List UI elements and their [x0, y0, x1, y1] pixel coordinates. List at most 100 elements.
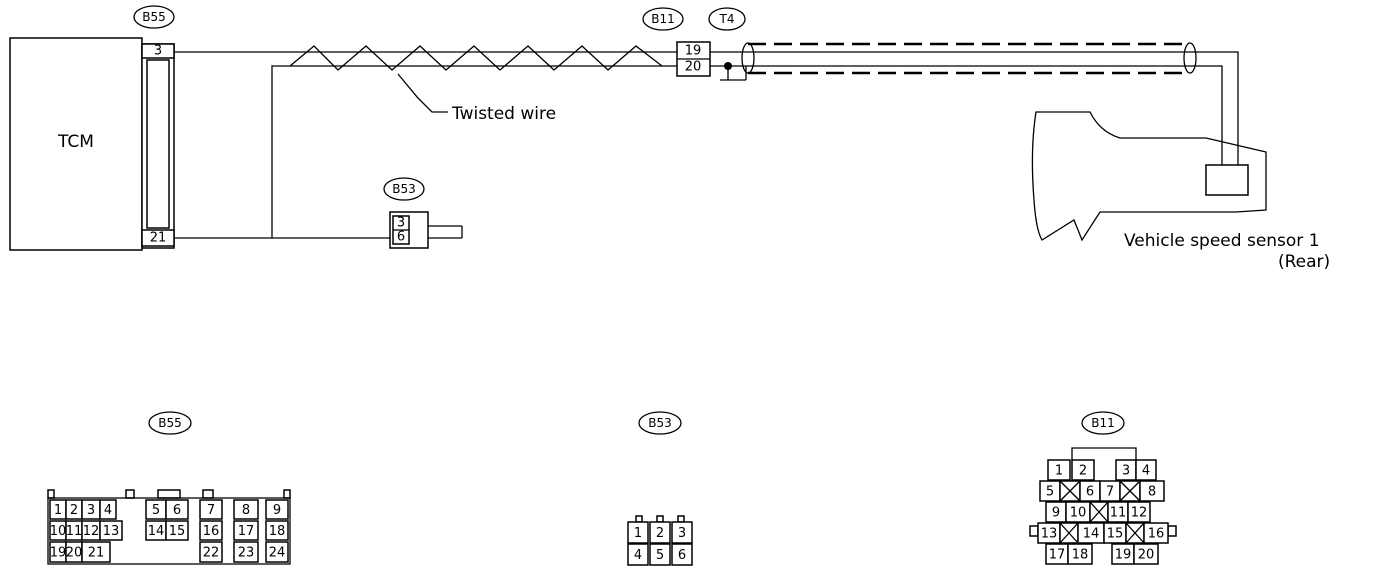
pin-blank-mark: [1059, 480, 1081, 502]
pin-cell: [627, 543, 649, 566]
b53-pin-top: 3: [397, 216, 405, 231]
pin-cell: [1143, 522, 1169, 544]
b55-pin-bottom: 21: [150, 231, 167, 246]
pin-number: 10: [50, 524, 67, 539]
pin-cell: [1047, 459, 1071, 481]
b11-pin-top: 19: [685, 44, 702, 59]
t4-tag: T4: [708, 7, 746, 31]
pin-cell: [671, 521, 693, 544]
pin-number: 3: [678, 526, 686, 541]
pin-cell: [671, 543, 693, 566]
pin-number: 4: [634, 548, 642, 563]
pin-number: 1: [1055, 464, 1063, 479]
pin-number: 5: [152, 503, 160, 518]
b11-view-title: B11: [1091, 416, 1115, 430]
pin-number: 14: [148, 524, 165, 539]
pin-number: 1: [54, 503, 62, 518]
pin-number: 4: [1142, 464, 1150, 479]
pin-number: 2: [1079, 464, 1087, 479]
svg-text:B11: B11: [651, 12, 675, 26]
pin-number: 24: [269, 546, 286, 561]
pin-number: 16: [203, 524, 220, 539]
svg-text:T4: T4: [719, 12, 735, 26]
pin-number: 17: [1049, 548, 1066, 563]
pin-cell: [199, 499, 223, 520]
pin-number: 17: [238, 524, 255, 539]
pin-number: 9: [273, 503, 281, 518]
b11-connector: 19 20: [676, 41, 711, 77]
pin-cell: [81, 541, 111, 563]
pin-number: 13: [103, 524, 120, 539]
pin-number: 15: [1107, 527, 1124, 542]
svg-text:B53: B53: [392, 182, 416, 196]
twisted-wire-leader: [397, 73, 448, 113]
pin-number: 11: [1110, 506, 1127, 521]
pin-number: 20: [1138, 548, 1155, 563]
pin-number: 3: [87, 503, 95, 518]
pin-number: 2: [656, 526, 664, 541]
pin-cell: [265, 520, 289, 541]
twisted-wire: [289, 45, 663, 71]
b55-view-title: B55: [158, 416, 182, 430]
b55-pin-top: 3: [154, 44, 162, 59]
pin-cell: [1139, 480, 1165, 502]
pin-cell: [99, 499, 117, 520]
pin-number: 18: [1072, 548, 1089, 563]
twisted-wire-label: Twisted wire: [451, 104, 556, 124]
pin-cell: [1133, 543, 1159, 565]
pin-number: 13: [1041, 527, 1058, 542]
b53-pin-bottom: 6: [397, 230, 405, 245]
pin-cell: [233, 520, 259, 541]
pin-cell: [1067, 543, 1093, 565]
pin-blank-mark: [1089, 501, 1109, 523]
pin-cell: [165, 499, 189, 520]
pin-number: 3: [1122, 464, 1130, 479]
shield: [720, 42, 1197, 81]
pin-number: 15: [169, 524, 186, 539]
pin-cell: [199, 520, 223, 541]
pin-cell: [233, 499, 259, 520]
b55-tag: B55: [133, 5, 175, 29]
b11-tag: B11: [642, 7, 684, 31]
pin-cell: [165, 520, 189, 541]
pin-cell: [1135, 459, 1157, 481]
pin-number: 8: [1148, 485, 1156, 500]
sensor-label-line1: Vehicle speed sensor 1: [1124, 231, 1320, 251]
pin-number: 6: [1086, 485, 1094, 500]
pin-blank-mark: [1119, 480, 1141, 502]
pin-blank-mark: [1059, 522, 1079, 544]
pin-number: 12: [83, 524, 100, 539]
b55-connector: 3 21: [141, 43, 175, 249]
pin-cell: [265, 499, 289, 520]
tcm-module: TCM: [9, 37, 143, 251]
pin-cell: [649, 521, 671, 544]
pin-cell: [1127, 501, 1151, 523]
pin-number: 22: [203, 546, 220, 561]
pin-number: 11: [66, 524, 83, 539]
pin-number: 19: [1115, 548, 1132, 563]
pin-cell: [265, 541, 289, 563]
pin-number: 12: [1131, 506, 1148, 521]
pin-cell: [233, 541, 259, 563]
pin-number: 8: [242, 503, 250, 518]
wires: [174, 45, 1239, 239]
vehicle-speed-sensor: [1205, 164, 1249, 196]
pin-number: 6: [678, 548, 686, 563]
pin-cell: [627, 521, 649, 544]
pin-number: 5: [656, 548, 664, 563]
pin-number: 1: [634, 526, 642, 541]
pin-number: 2: [70, 503, 78, 518]
pin-number: 23: [238, 546, 255, 561]
pin-number: 5: [1046, 485, 1054, 500]
pin-number: 16: [1148, 527, 1165, 542]
transmission-housing: [1031, 111, 1267, 242]
pin-number: 20: [66, 546, 83, 561]
pin-cell: [99, 520, 123, 541]
b53-tag: B53: [383, 177, 425, 201]
b53-connector: 3 6: [389, 211, 429, 249]
